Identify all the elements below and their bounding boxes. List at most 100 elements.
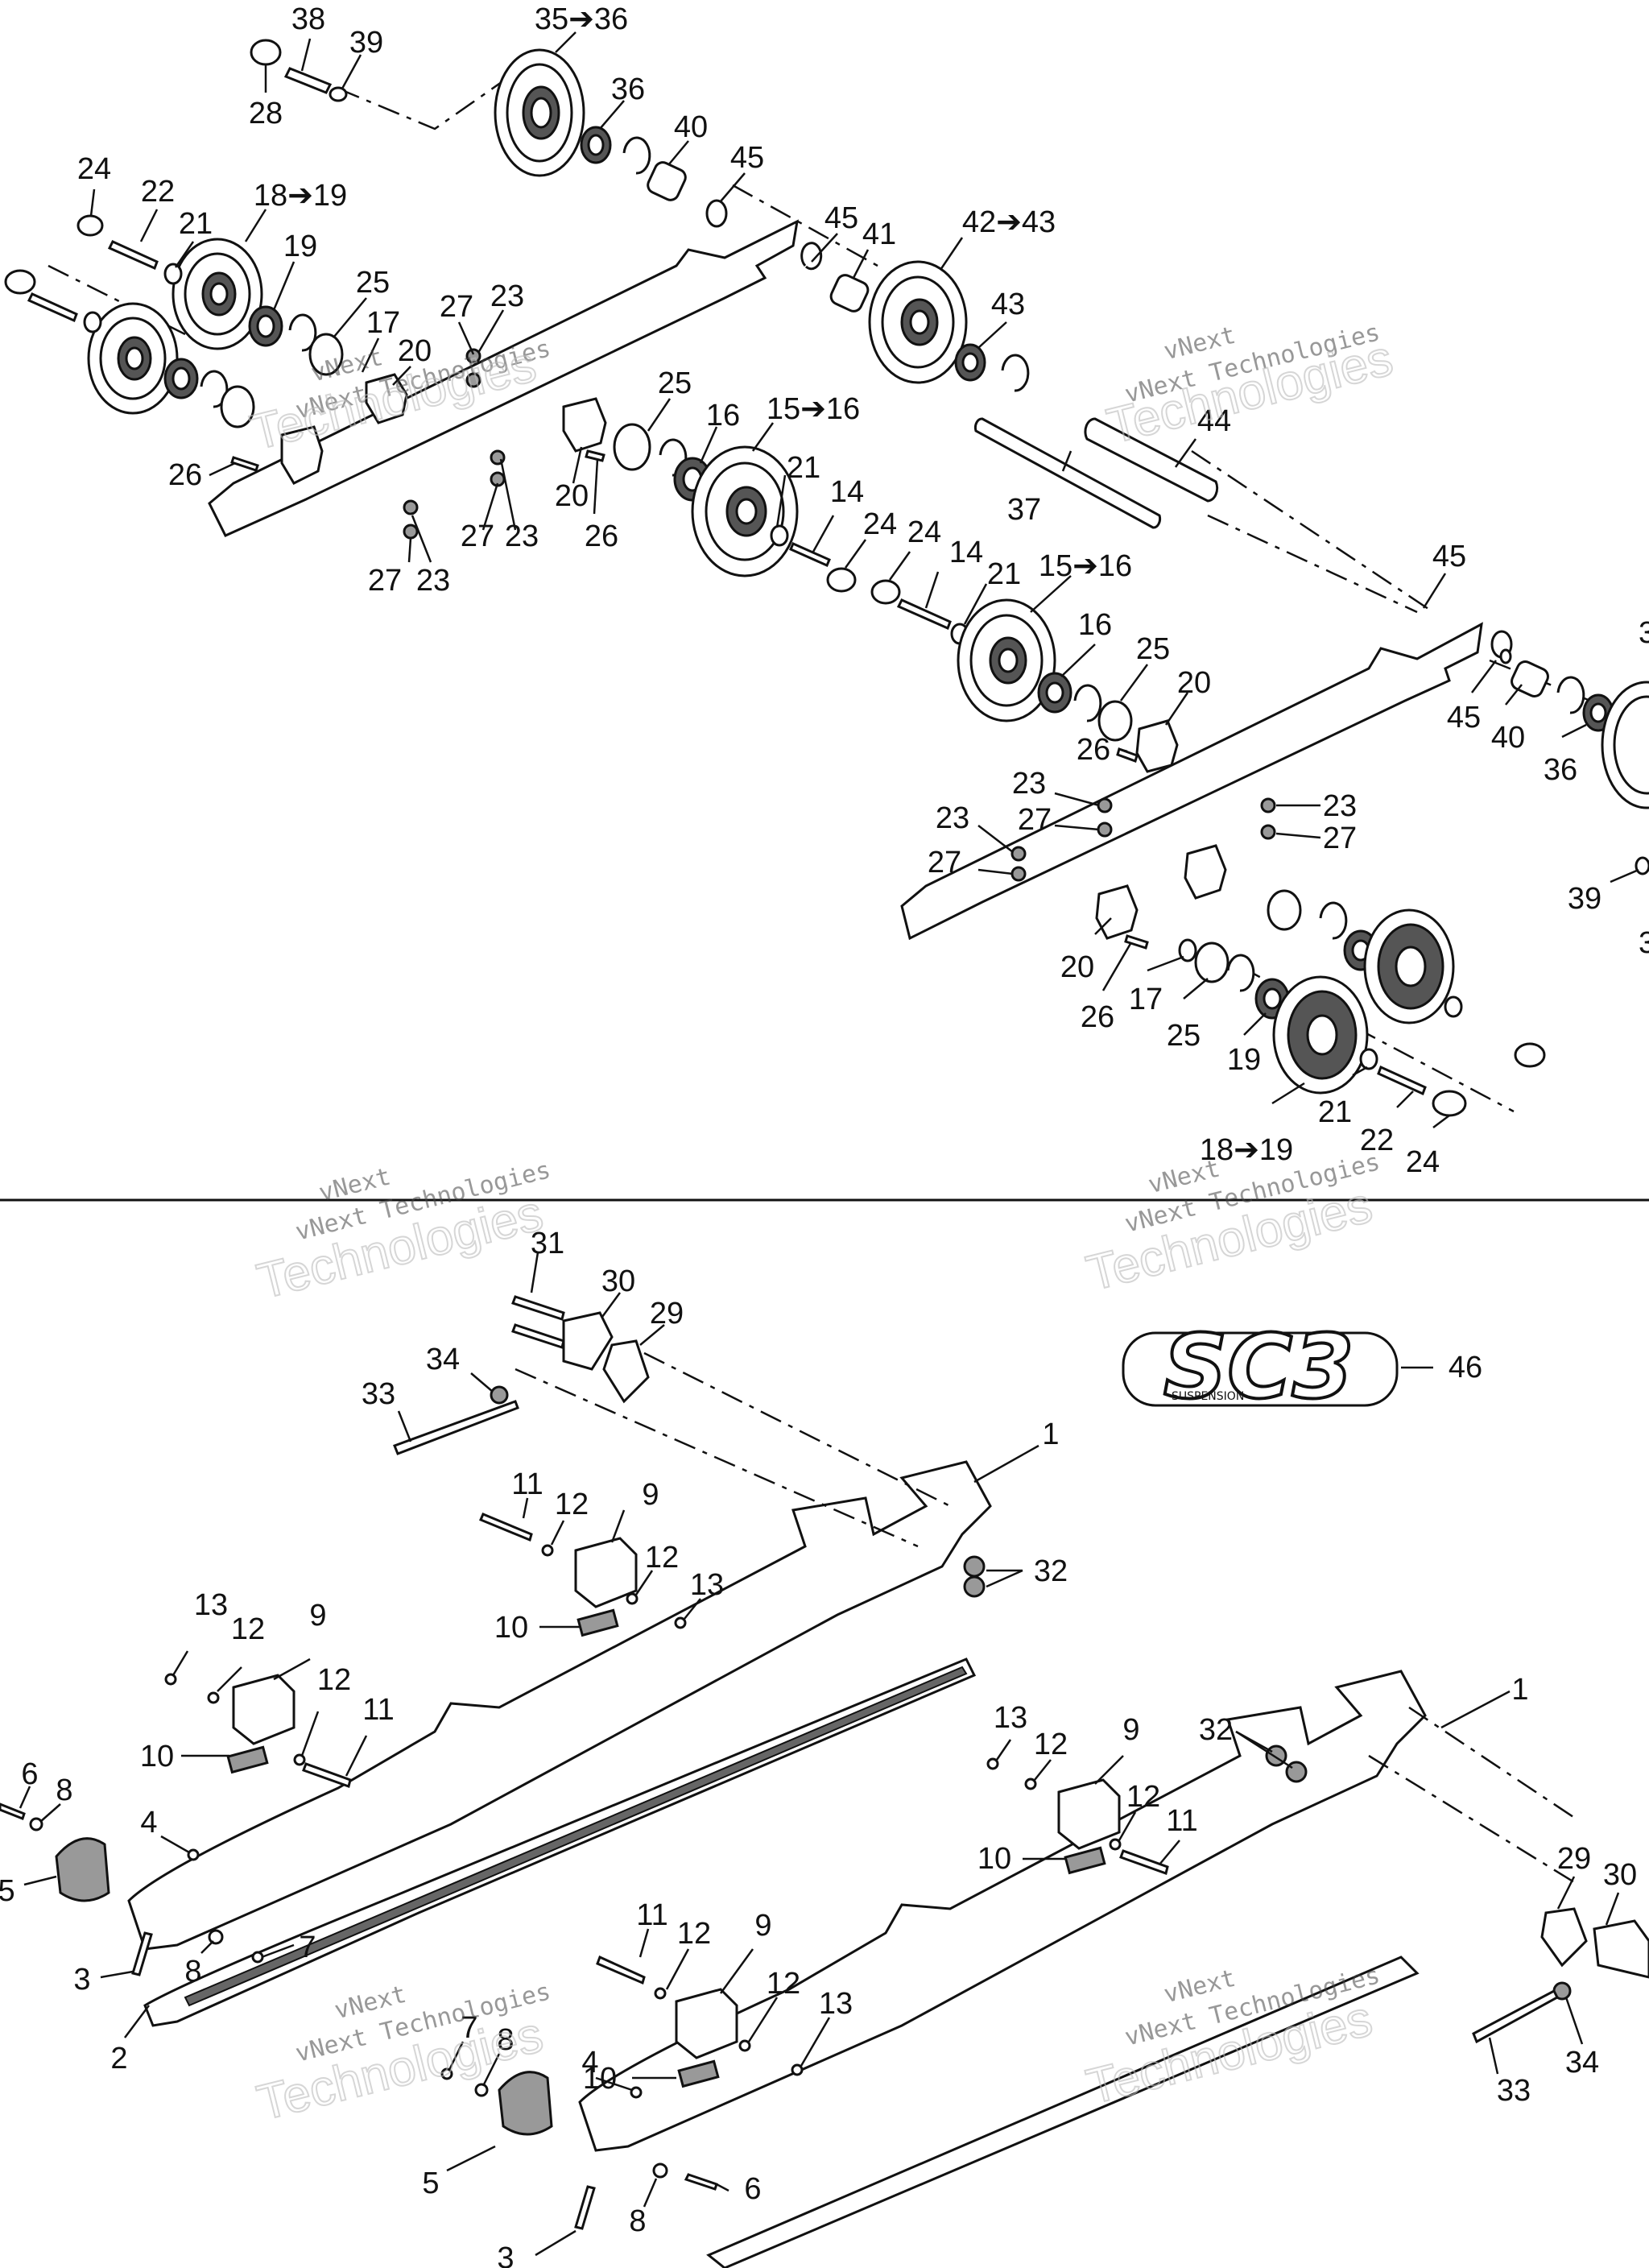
cap-24f (870, 579, 901, 605)
axle-guide-line-2 (732, 184, 878, 267)
callout-23: 23 (505, 519, 539, 553)
rail-bumper-5b (498, 2071, 553, 2136)
washer-21a (163, 263, 183, 285)
callout-23: 23 (1012, 767, 1046, 801)
callout-42-43: 42➔43 (962, 205, 1056, 239)
callout-25: 25 (1167, 1019, 1201, 1053)
axle-block-20a (365, 373, 408, 424)
callout-23: 23 (1323, 789, 1357, 823)
callout-26: 26 (1077, 733, 1110, 767)
wear-pad-10c (1064, 1846, 1106, 1875)
slider-block-9c (1057, 1778, 1121, 1850)
callout-39: 39 (349, 26, 383, 60)
callout-9: 9 (1122, 1713, 1139, 1747)
callout-11: 11 (362, 1693, 394, 1727)
callout-19: 19 (283, 230, 317, 263)
idler-wheel-35b (1601, 681, 1649, 809)
suspension-rail-1a (127, 1460, 992, 1951)
axle-guide-line-3 (1191, 449, 1434, 614)
callout-7: 7 (461, 2011, 477, 2045)
idler-wheel-15b (957, 598, 1056, 722)
callout-33: 33 (362, 1377, 395, 1411)
axle-block-20f (1095, 884, 1139, 940)
callout-33: 33 (1497, 2074, 1531, 2108)
callout-27: 27 (461, 519, 494, 553)
axle-block-20c (562, 397, 607, 453)
bearing-19b (163, 358, 199, 399)
washer-8d (652, 2162, 668, 2179)
wear-pad-10a (577, 1608, 619, 1637)
callout-11: 11 (636, 1898, 667, 1932)
bearing-19a (248, 305, 283, 347)
nut-7a (251, 1951, 264, 1964)
nut-27a (465, 372, 481, 388)
spacer-40a (647, 161, 687, 201)
washer-12h (738, 2039, 751, 2052)
idler-wheel-18c (1363, 908, 1455, 1024)
slide-wear-strip-2a (184, 1666, 968, 2007)
callout-22: 22 (141, 175, 175, 209)
callout-36: 36 (1544, 753, 1577, 787)
bearing-36a (580, 126, 612, 164)
axle-guide-line-1 (337, 71, 516, 130)
callout-21: 21 (987, 557, 1021, 591)
callout-23: 23 (936, 801, 969, 835)
circlip-36a (622, 136, 651, 175)
callout-45: 45 (730, 141, 764, 175)
callout-8: 8 (497, 2023, 514, 2057)
callout-12: 12 (677, 1917, 711, 1951)
rail-guide-line-1 (515, 1368, 919, 1548)
axle-block-20d (1135, 719, 1179, 773)
wear-pad-10b (226, 1745, 269, 1774)
screw-11b (302, 1762, 352, 1788)
idler-wheel-15a (691, 445, 799, 577)
callout-35: 3 (1639, 616, 1649, 650)
callout-26: 26 (1081, 1000, 1114, 1034)
washer-12a (541, 1544, 554, 1557)
callout-20: 20 (1060, 950, 1094, 984)
rail-bumper-5a (55, 1837, 110, 1902)
spacer-41 (829, 274, 870, 312)
washer-12d (293, 1753, 306, 1766)
circlip-43 (1001, 354, 1030, 392)
callout-21: 21 (179, 207, 213, 241)
nut-13a (674, 1616, 687, 1629)
watermark-6: vNext vNext Technologies Technologies (1081, 1961, 1382, 2116)
bolt-3a (131, 1931, 153, 1976)
callout-9: 9 (754, 1909, 771, 1943)
callout-34: 34 (1565, 2046, 1599, 2080)
callout-27: 27 (1018, 803, 1052, 837)
washer-12e (1024, 1778, 1037, 1790)
screw-26a (230, 456, 259, 472)
callout-17: 17 (366, 306, 400, 340)
washer-21h (1444, 995, 1463, 1018)
callout-41: 41 (862, 217, 896, 251)
callout-22: 22 (1360, 1124, 1394, 1157)
bottom-assembly: SC3 SUSPENSION 46 (0, 1227, 1649, 2268)
callout-38: 38 (291, 2, 325, 36)
callout-23: 23 (490, 279, 524, 313)
nut-27f (1260, 824, 1276, 840)
washer-21b (83, 311, 102, 333)
callout-45: 45 (1447, 701, 1481, 735)
cap-28 (250, 39, 282, 66)
suspension-rail-1b (578, 1670, 1427, 2152)
screw-11d (596, 1955, 646, 1985)
callout-10: 10 (583, 2062, 617, 2096)
callout-6: 6 (744, 2172, 761, 2206)
callout-5: 5 (0, 1874, 15, 1908)
callout-4: 4 (140, 1806, 157, 1840)
callout-32: 32 (1034, 1554, 1068, 1588)
bolt-33a (393, 1400, 519, 1455)
callout-3: 3 (497, 2241, 514, 2268)
callout-4: 4 (581, 2046, 598, 2080)
nut-34a (490, 1385, 509, 1405)
slider-block-9d (675, 1988, 738, 2059)
bolt-22b (27, 292, 78, 323)
callout-1: 1 (1042, 1418, 1059, 1451)
nut-4b (630, 2086, 643, 2099)
nut-7b (440, 2067, 453, 2080)
bolt-22c (1377, 1065, 1427, 1096)
callout-26: 26 (585, 519, 618, 553)
bottom-leader-lines (19, 1252, 1620, 2257)
